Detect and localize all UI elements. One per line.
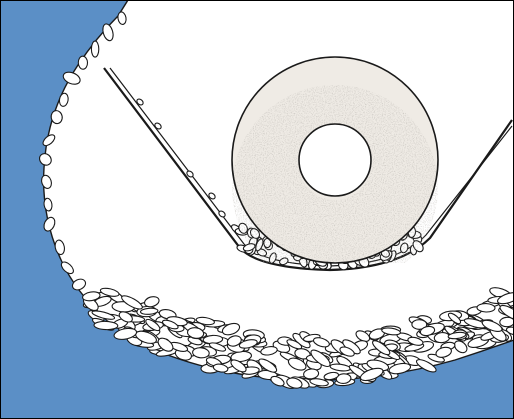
grinding-ring [232, 57, 438, 263]
rim-grain [94, 321, 118, 330]
rim-grain [477, 303, 495, 312]
rim-grain [91, 41, 98, 57]
rim-grain [140, 308, 158, 315]
rim-grain [78, 56, 88, 69]
ring-center-hole [299, 124, 371, 196]
